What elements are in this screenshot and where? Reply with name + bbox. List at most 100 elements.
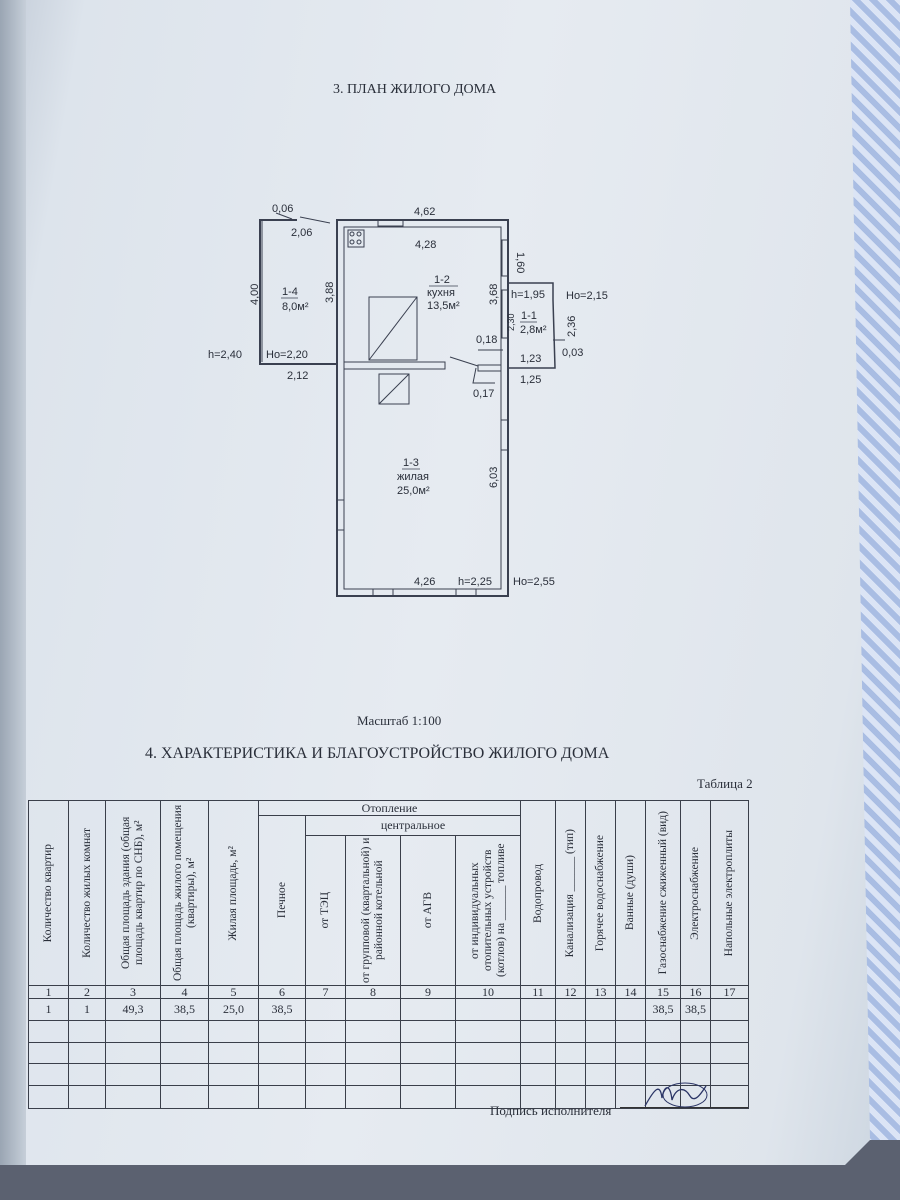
- column-number-text: 11: [532, 984, 544, 999]
- column-number: 9: [400, 985, 456, 999]
- table-cell: [345, 1020, 401, 1043]
- column-number-text: 16: [689, 984, 702, 999]
- table-cell: [305, 1063, 346, 1086]
- header-group-central: центральное: [305, 815, 521, 836]
- room-name: жилая: [397, 471, 429, 483]
- table-cell: [160, 1063, 209, 1086]
- column-header-text: от индивидуальных отопительных устройств…: [468, 843, 507, 978]
- table-cell: [208, 1020, 259, 1043]
- oven-large: [368, 296, 418, 361]
- table-cell: [305, 1042, 346, 1064]
- table-cell: [400, 1063, 456, 1086]
- table-cell: [68, 1085, 106, 1109]
- column-header: от АГВ: [400, 835, 456, 986]
- dim-label: 4,28: [415, 239, 436, 251]
- dim-label: 4,00: [249, 284, 261, 305]
- table-cell: 38,5: [160, 998, 209, 1021]
- column-number-text: 2: [84, 984, 90, 999]
- dim-label: 0,18: [476, 334, 497, 346]
- table-cell: [710, 1085, 749, 1109]
- column-header: Печное: [258, 815, 306, 986]
- column-header: Общая площадь жилого помещения (квартиры…: [160, 800, 209, 986]
- column-number-text: 4: [181, 984, 188, 999]
- table-cell-text: 38,5: [652, 1002, 674, 1016]
- room-id: 1-1: [521, 310, 537, 322]
- column-header: Жилая площадь, м²: [208, 800, 259, 986]
- column-number: 8: [345, 985, 401, 999]
- column-header-text: от ТЭЦ: [319, 892, 331, 929]
- table-cell: [645, 1042, 681, 1064]
- table-cell: [680, 1042, 711, 1064]
- table-cell: [400, 1085, 456, 1109]
- table-cell: [208, 1085, 259, 1109]
- floor-plan: 0,06 2,06 4,62 4,28 1,60 4,00 3,88 3,68 …: [208, 203, 608, 597]
- table-cell: [258, 1020, 306, 1043]
- table-cell: [615, 1020, 646, 1043]
- signature-mark: [644, 1082, 708, 1108]
- dim-label: 2,12: [287, 370, 308, 382]
- column-number-text: 1: [45, 984, 52, 999]
- column-number: 5: [208, 985, 259, 999]
- column-number: 7: [305, 985, 346, 999]
- height-label: h=2,25: [458, 576, 492, 588]
- height-label: h=1,95: [511, 289, 545, 301]
- section-3-title: 3. ПЛАН ЖИЛОГО ДОМА: [333, 82, 497, 97]
- table-cell: [615, 998, 646, 1021]
- table-cell: 1: [68, 998, 106, 1021]
- column-header: Количество жилых комнат: [68, 800, 106, 986]
- table-cell: [400, 998, 456, 1021]
- column-number: 12: [555, 985, 586, 999]
- column-number-text: 3: [130, 984, 136, 999]
- column-header-text: Газоснабжение сжиженный (вид): [656, 811, 669, 975]
- stove-icon: [347, 229, 365, 248]
- table-cell: [400, 1020, 456, 1043]
- section-4-title: 4. ХАРАКТЕРИСТИКА И БЛАГОУСТРОЙСТВО ЖИЛО…: [145, 745, 610, 762]
- signature-label: Подпись исполнителя: [490, 1103, 612, 1118]
- column-header-text: Напольные электроплиты: [723, 829, 735, 957]
- column-number: 14: [615, 985, 646, 999]
- column-header-text: Количество квартир: [42, 843, 54, 943]
- column-number: 16: [680, 985, 711, 999]
- room-area: 8,0м²: [282, 301, 309, 313]
- column-header: от ТЭЦ: [305, 835, 346, 986]
- room-id: 1-2: [434, 274, 450, 286]
- table-cell: [585, 998, 616, 1021]
- header-group-central-text: центральное: [380, 818, 446, 832]
- column-header: от групповой (квартальной) и районной ко…: [345, 835, 401, 986]
- table-cell: [520, 1063, 556, 1086]
- table-cell: [258, 1042, 306, 1064]
- table-cell: [160, 1085, 209, 1109]
- column-header: Канализация ______ (тип): [555, 800, 586, 986]
- column-header-text: Ванные (души): [624, 855, 636, 931]
- column-header-text: Общая площадь жилого помещения (квартиры…: [171, 804, 197, 982]
- column-header-text: от групповой (квартальной) и районной ко…: [360, 837, 385, 984]
- column-header: Электроснабжение: [680, 800, 711, 986]
- column-header-text: Количество жилых комнат: [80, 828, 93, 958]
- column-header: от индивидуальных отопительных устройств…: [455, 835, 521, 986]
- table-cell: [258, 1063, 306, 1086]
- table-cell: [208, 1042, 259, 1064]
- table-cell: [710, 1042, 749, 1064]
- partition-wall: [343, 361, 446, 370]
- wall-room-1-4: [259, 219, 337, 365]
- table-cell: 25,0: [208, 998, 259, 1021]
- table-cell: [105, 1085, 161, 1109]
- table-cell: [345, 1042, 401, 1064]
- table-cell: 49,3: [105, 998, 161, 1021]
- column-header-text: Электроснабжение: [689, 846, 701, 940]
- column-number-text: 9: [425, 984, 431, 999]
- table-cell: [258, 1085, 306, 1109]
- table-cell: [68, 1020, 106, 1043]
- page-fold-shadow: [0, 0, 26, 1165]
- column-number: 10: [455, 985, 521, 999]
- height-label: Ho=2,15: [566, 290, 608, 302]
- dim-label: 2,36: [566, 316, 578, 337]
- table-cell: 38,5: [645, 998, 681, 1021]
- table-cell: [305, 998, 346, 1021]
- wall-room-1-1: [508, 282, 556, 369]
- dim-label: 1,60: [514, 252, 526, 273]
- table-label: Таблица 2: [697, 776, 753, 791]
- table-cell: [555, 1020, 586, 1043]
- column-number-text: 5: [230, 984, 237, 999]
- dim-label: 1,23: [520, 353, 541, 365]
